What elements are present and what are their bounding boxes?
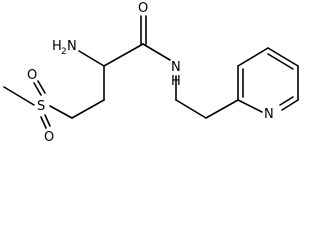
atom-amine-h-count: 2 bbox=[61, 47, 67, 57]
atom-amine-h: H bbox=[52, 39, 62, 54]
bond-carbonyl-amide-n bbox=[142, 43, 171, 61]
bond-methyl-sulfur bbox=[3, 86, 35, 106]
bond-ring-c4-c5-inner bbox=[267, 53, 294, 70]
bond-ring-c6-n-inner bbox=[279, 96, 294, 106]
chemical-structure: O H 2 N N H S O O N bbox=[3, 1, 299, 145]
bond-sulfur-oxygen-upper-b bbox=[37, 80, 46, 94]
atom-amide-n: N bbox=[171, 60, 181, 75]
bond-alpha-carbonyl bbox=[103, 43, 144, 67]
bonds bbox=[3, 15, 299, 129]
bond-sulfur-oxygen-upper-a bbox=[33, 82, 42, 96]
bond-ethyl-ch2-ch2 bbox=[175, 99, 207, 119]
atom-oxygen-carbonyl: O bbox=[138, 1, 148, 16]
bond-ring-n-c2 bbox=[237, 99, 263, 113]
atom-amide-h: H bbox=[171, 74, 181, 89]
amine-group: H 2 N bbox=[52, 39, 77, 57]
bond-ring-c4-c5 bbox=[267, 47, 299, 67]
bond-sulfur-oxygen-lower-b bbox=[44, 114, 51, 127]
amide-nh-group: N H bbox=[171, 60, 181, 89]
bond-ethyl-ring bbox=[205, 99, 239, 119]
bond-ring-c6-n bbox=[281, 99, 299, 111]
atom-labels: O H 2 N N H S O O N bbox=[27, 1, 274, 145]
bond-alpha-amine bbox=[78, 50, 105, 67]
atom-sulfur: S bbox=[37, 99, 45, 114]
atom-oxygen-sulfonyl-upper: O bbox=[27, 68, 37, 83]
bond-ch2-ch2 bbox=[71, 99, 105, 119]
bond-sulfur-ch2 bbox=[49, 105, 73, 119]
atom-oxygen-sulfonyl-lower: O bbox=[44, 130, 54, 145]
bond-ring-c3-c4 bbox=[237, 47, 269, 67]
atom-pyridine-n: N bbox=[264, 107, 274, 122]
atom-amine-n: N bbox=[67, 39, 77, 54]
bond-sulfur-oxygen-lower-a bbox=[40, 116, 47, 129]
